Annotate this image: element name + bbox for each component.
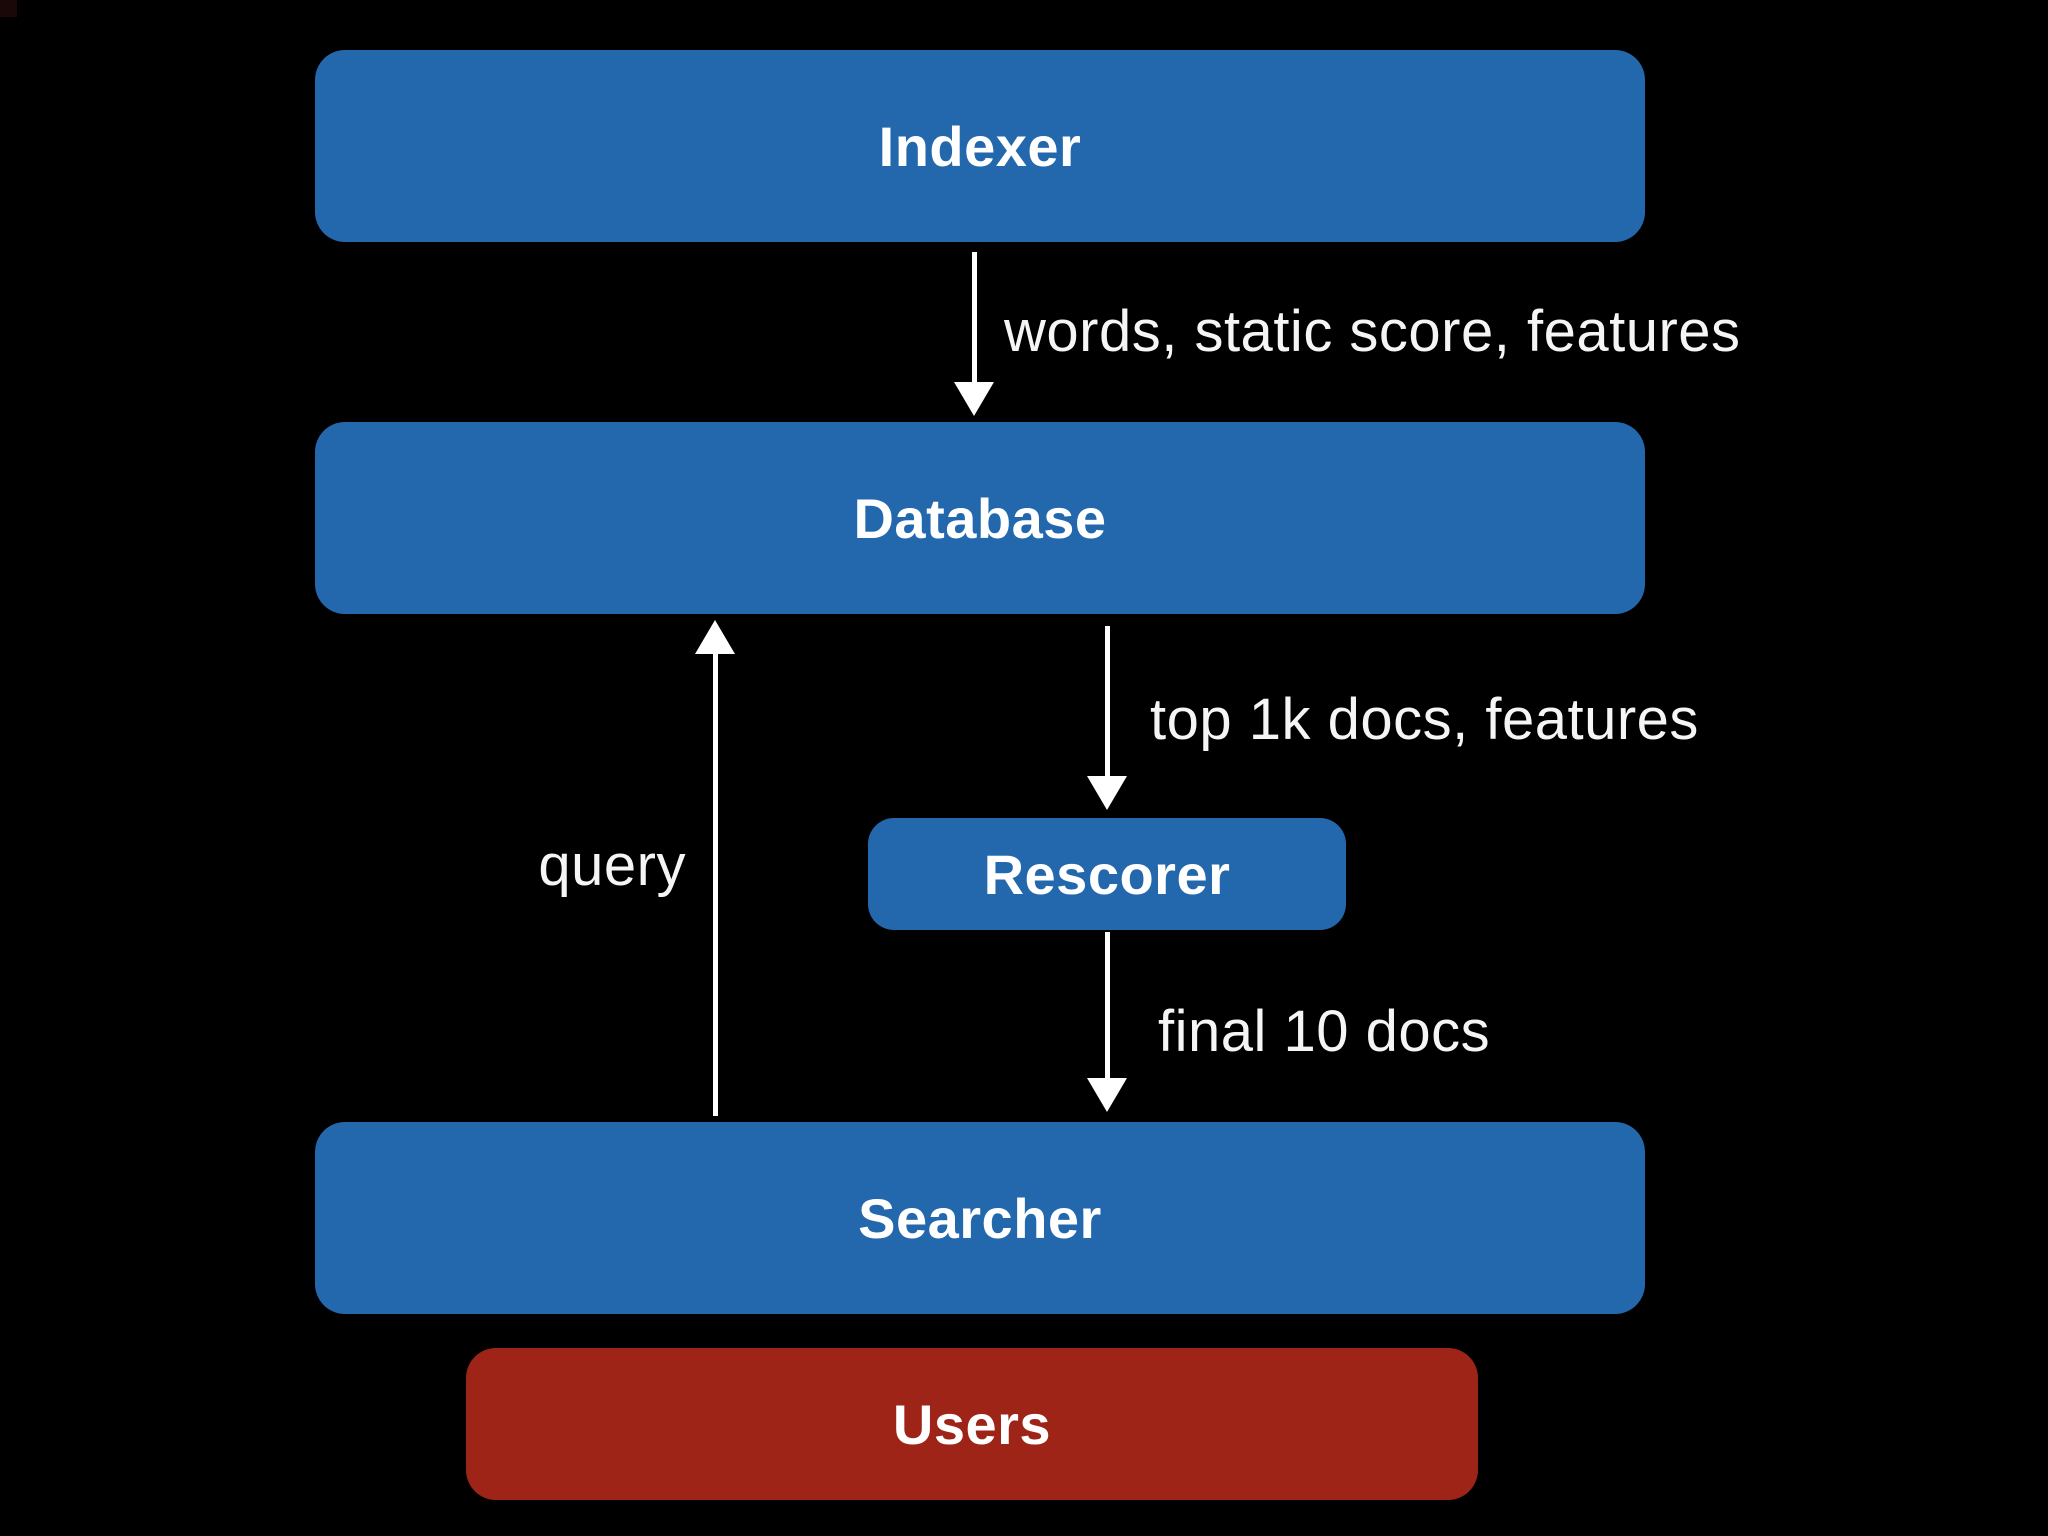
arrow-searcher-to-database-head-icon (695, 620, 735, 654)
node-users-label: Users (892, 1392, 1052, 1456)
arrow-searcher-to-database-line (713, 652, 718, 1116)
node-users: Users (466, 1348, 1478, 1500)
edge-label-top-1k-docs-features: top 1k docs, features (1150, 687, 1699, 752)
arrow-database-to-rescorer-line (1105, 626, 1110, 778)
node-database-label: Database (853, 486, 1107, 550)
arrow-indexer-to-database-head-icon (954, 382, 994, 416)
edge-label-words-static-score-features: words, static score, features (1004, 299, 1741, 364)
node-indexer-label: Indexer (878, 114, 1082, 178)
node-indexer: Indexer (315, 50, 1645, 242)
arrow-database-to-rescorer-head-icon (1087, 776, 1127, 810)
node-searcher: Searcher (315, 1122, 1645, 1314)
edge-label-query: query (538, 833, 686, 898)
arrow-rescorer-to-searcher-line (1105, 932, 1110, 1080)
corner-artifact (0, 0, 17, 17)
arrow-indexer-to-database-line (972, 252, 977, 384)
node-rescorer: Rescorer (868, 818, 1346, 930)
arrow-rescorer-to-searcher-head-icon (1087, 1078, 1127, 1112)
node-searcher-label: Searcher (858, 1186, 1102, 1250)
node-rescorer-label: Rescorer (983, 842, 1231, 906)
node-database: Database (315, 422, 1645, 614)
edge-label-final-10-docs: final 10 docs (1158, 999, 1491, 1064)
